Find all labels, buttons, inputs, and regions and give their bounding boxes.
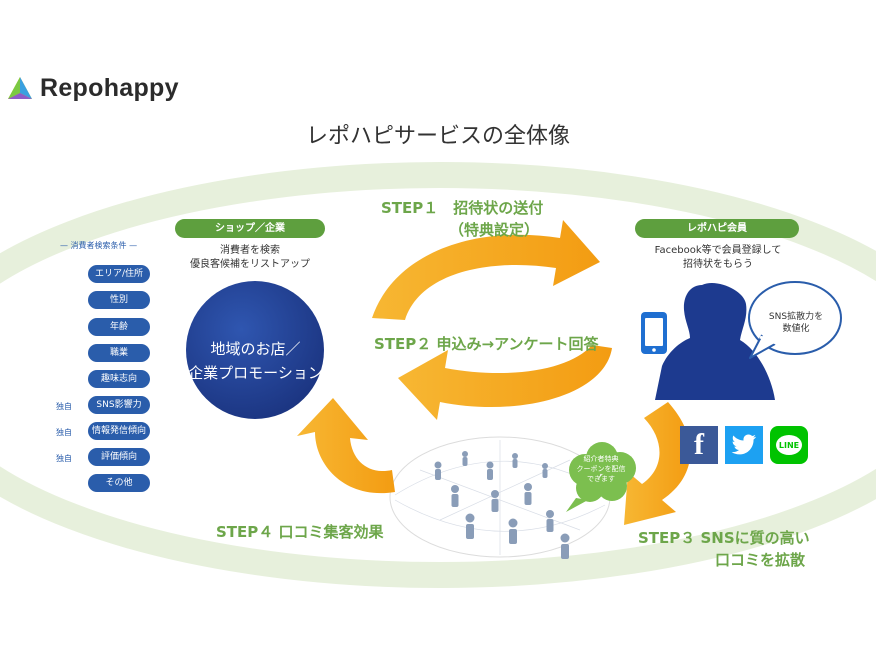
step3-label-line1: STEP３ SNSに質の高い bbox=[638, 529, 810, 547]
step3-label-line2: 口コミを拡散 bbox=[715, 551, 806, 569]
shop-promotion-circle bbox=[186, 281, 324, 419]
page-title: レポハピサービスの全体像 bbox=[305, 124, 570, 149]
sns-power-label: SNS拡散力を 数値化 bbox=[756, 311, 836, 335]
condition-pill[interactable]: その他 bbox=[88, 474, 150, 492]
condition-pill[interactable]: 情報発信傾向 bbox=[88, 422, 150, 440]
step1-arrow bbox=[372, 220, 600, 320]
condition-pill[interactable]: 年齢 bbox=[88, 318, 150, 336]
condition-pill[interactable]: 評価傾向 bbox=[88, 448, 150, 466]
condition-pill[interactable]: 趣味志向 bbox=[88, 370, 150, 388]
shop-note-line2: 優良客候補をリストアップ bbox=[190, 259, 310, 270]
coupon-label-line2: クーポンを配信 bbox=[576, 465, 626, 473]
line-icon[interactable]: LINE bbox=[770, 426, 808, 464]
coupon-label-line3: できます bbox=[587, 475, 615, 483]
member-note-line1: Facebook等で会員登録して bbox=[654, 245, 782, 256]
facebook-glyph: f bbox=[694, 428, 704, 461]
member-header: レポハピ会員 bbox=[635, 219, 799, 238]
outer-ellipse bbox=[0, 162, 876, 588]
step1-label-line1: STEP１ 招待状の送付 bbox=[381, 199, 544, 217]
twitter-icon[interactable] bbox=[725, 426, 763, 464]
original-tag: 独自 bbox=[56, 428, 72, 437]
shop-header: ショップ／企業 bbox=[175, 219, 325, 238]
original-tag: 独自 bbox=[56, 454, 72, 463]
center-label-line2: 企業プロモーション bbox=[188, 364, 323, 382]
coupon-label: 紹介者特典 クーポンを配信 できます bbox=[570, 454, 632, 484]
shop-promotion-label: 地域のお店／ 企業プロモーション bbox=[183, 337, 328, 385]
condition-pill[interactable]: 性別 bbox=[88, 291, 150, 309]
sns-power-bubble bbox=[748, 281, 842, 359]
member-note-line2: 招待状をもらう bbox=[683, 259, 753, 270]
center-label-line1: 地域のお店／ bbox=[210, 340, 301, 358]
people-crowd bbox=[434, 451, 570, 559]
condition-pill[interactable]: エリア/住所 bbox=[88, 265, 150, 283]
step2-arrow bbox=[398, 345, 612, 420]
original-tag: 独自 bbox=[56, 402, 72, 411]
conditions-title-text: 消費者検索条件 bbox=[70, 241, 127, 250]
twitter-bird-icon bbox=[731, 434, 756, 455]
bubble-label-line2: 数値化 bbox=[782, 324, 810, 334]
brand-logo[interactable]: Repohappy bbox=[6, 74, 179, 103]
step2-label: STEP２ 申込み→アンケート回答 bbox=[374, 335, 599, 353]
smartphone-icon bbox=[641, 312, 667, 354]
step1-label-line2: （特典設定） bbox=[449, 221, 540, 239]
step3-arrow bbox=[624, 402, 691, 525]
conditions-title: — 消費者検索条件 — bbox=[60, 241, 138, 250]
brand-name: Repohappy bbox=[40, 74, 179, 102]
coupon-cloud-bubble bbox=[566, 442, 636, 512]
condition-pill[interactable]: SNS影響力 bbox=[88, 396, 150, 414]
step4-label: STEP４ 口コミ集客効果 bbox=[216, 523, 384, 541]
coupon-label-line1: 紹介者特典 bbox=[583, 455, 619, 463]
shop-note-line1: 消費者を検索 bbox=[220, 245, 280, 256]
condition-pill[interactable]: 職業 bbox=[88, 344, 150, 362]
repohappy-logo-icon bbox=[8, 76, 32, 99]
bubble-label-line1: SNS拡散力を bbox=[768, 312, 824, 322]
line-bubble: LINE bbox=[776, 435, 802, 455]
step4-arrow bbox=[297, 398, 395, 494]
member-silhouette-icon bbox=[655, 282, 775, 400]
facebook-icon[interactable]: f bbox=[680, 426, 718, 464]
